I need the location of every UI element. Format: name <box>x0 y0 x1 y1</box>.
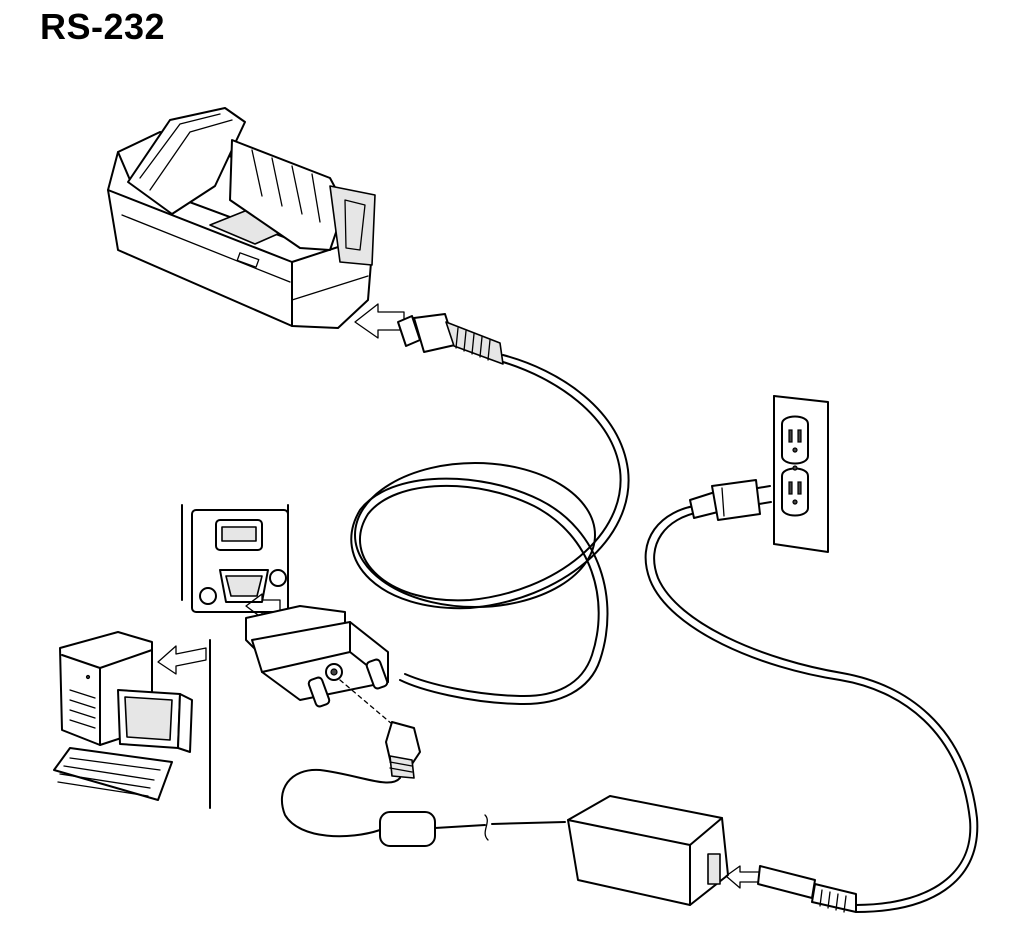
ac-line-cord <box>644 504 972 906</box>
power-supply <box>280 768 857 913</box>
cradle-with-scanner <box>107 107 376 329</box>
page-title: RS-232 <box>40 6 166 47</box>
arrow-to-cradle-icon <box>354 303 405 339</box>
arrow-to-supply-icon <box>725 865 761 889</box>
rs232-db9-connector <box>245 605 421 779</box>
arrow-to-computer-icon <box>157 645 207 675</box>
interface-cable <box>350 313 630 706</box>
host-computer <box>53 504 289 809</box>
wall-outlet <box>689 395 829 553</box>
